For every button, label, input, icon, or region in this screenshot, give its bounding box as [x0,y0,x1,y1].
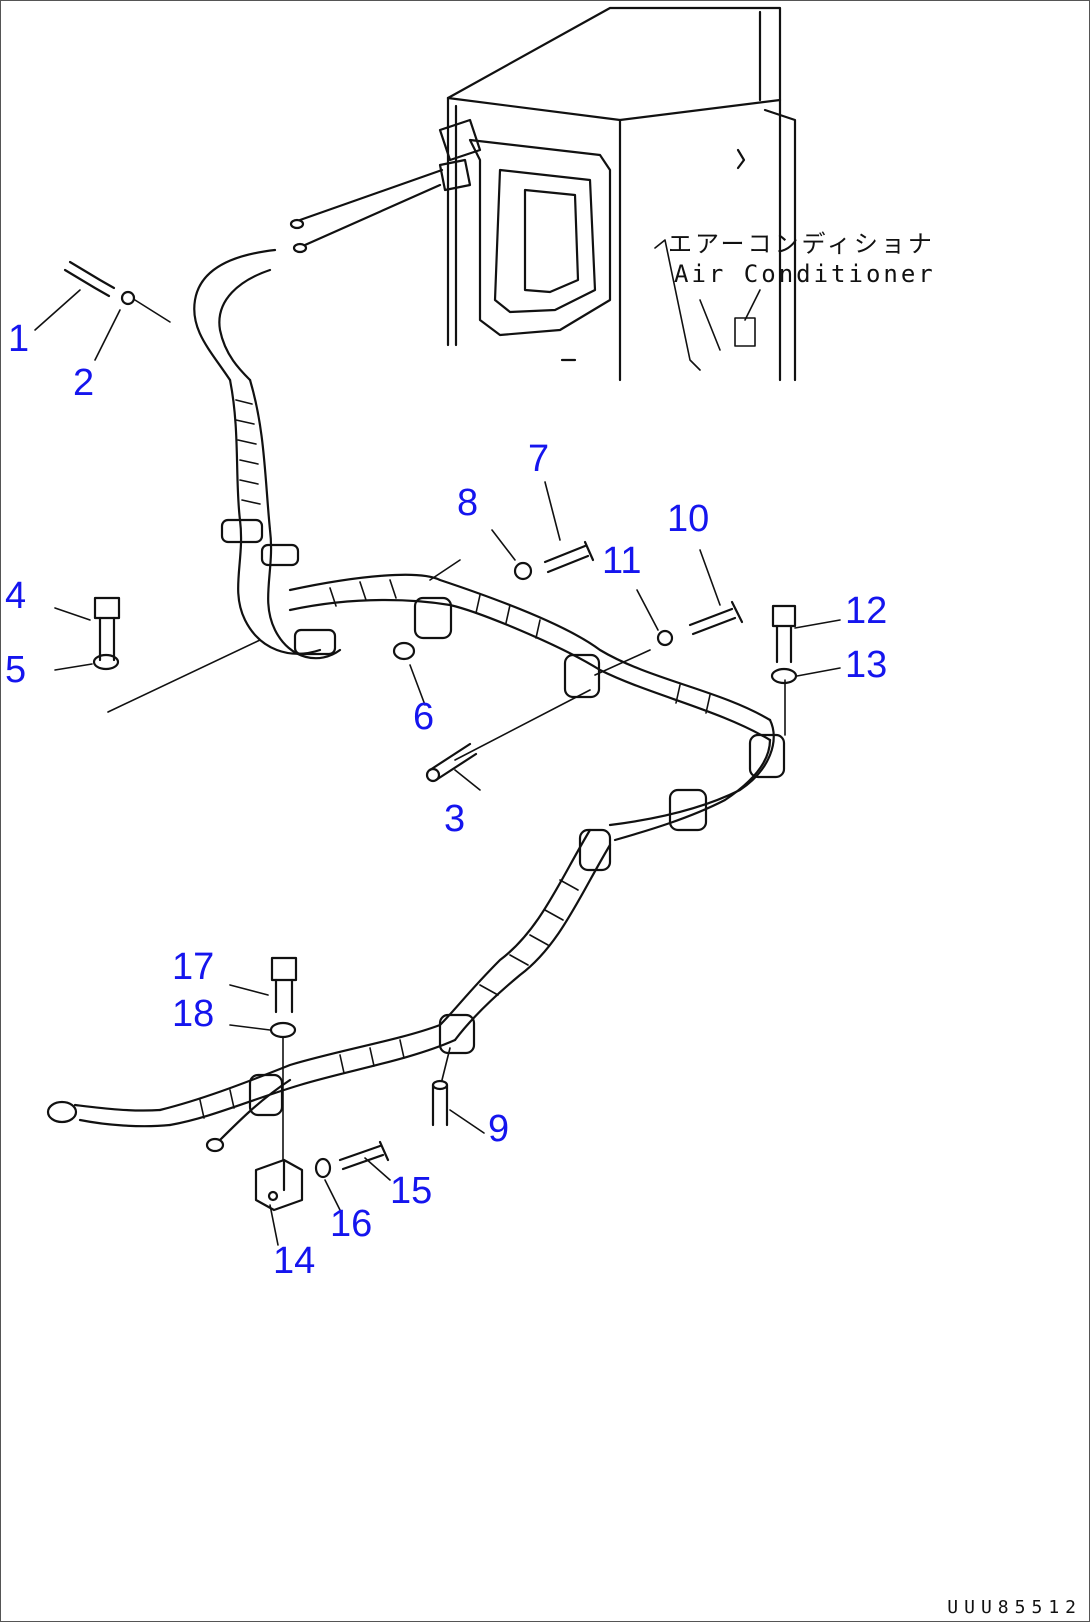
callout-13: 13 [845,644,888,686]
callout-17: 17 [172,946,215,988]
callout-3: 3 [444,798,466,840]
callout-7: 7 [528,438,550,480]
air-conditioner-unit [438,6,797,382]
ac-leader [654,239,761,371]
callout-4: 4 [5,575,27,617]
callout-8: 8 [457,482,479,524]
spiral-wrap [199,399,711,1119]
callout-1: 1 [8,318,30,360]
callout-16: 16 [330,1203,373,1245]
hose-upper [46,168,775,1153]
callout-14: 14 [273,1240,316,1282]
fasteners [63,260,798,1212]
component-name-jp: エアーコンディショナ [668,230,935,258]
callout-12: 12 [845,590,888,632]
callout-10: 10 [667,498,710,540]
callout-9: 9 [488,1108,510,1150]
callout-5: 5 [5,649,27,691]
callout-15: 15 [390,1170,433,1212]
callout-11: 11 [602,540,642,582]
callout-18: 18 [172,993,215,1035]
drawing-id: UUU85512 [947,1597,1082,1618]
clamps [220,518,786,1117]
leader-lines [34,289,841,1246]
callout-6: 6 [413,696,435,738]
component-name-en: Air Conditioner [674,260,936,288]
callout-2: 2 [73,362,95,404]
